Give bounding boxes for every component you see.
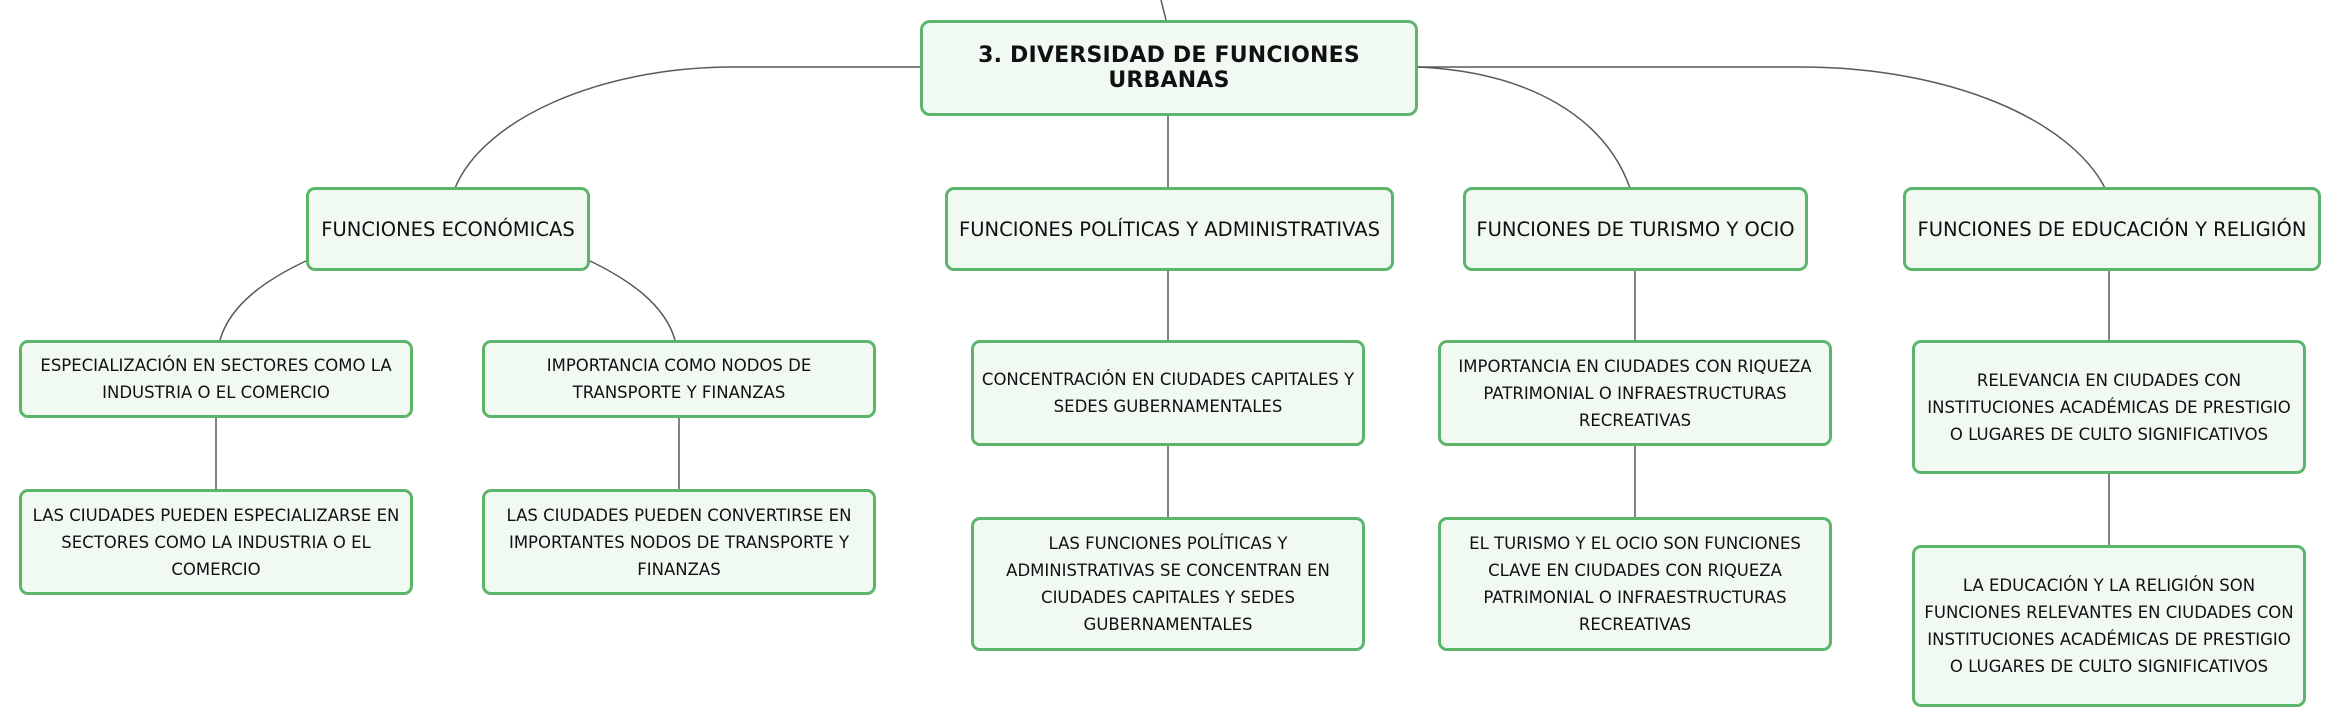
detail-node-concentracion[interactable]: LAS FUNCIONES POLÍTICAS Y ADMINISTRATIVA… xyxy=(971,517,1365,651)
connector-economicas-especializacion xyxy=(219,259,309,341)
branch-node-funciones-politicas[interactable]: FUNCIONES POLÍTICAS Y ADMINISTRATIVAS xyxy=(945,187,1394,271)
connector-root-educacion xyxy=(1418,66,2106,189)
subtopic-node-importancia-turismo[interactable]: IMPORTANCIA EN CIUDADES CON RIQUEZA PATR… xyxy=(1438,340,1832,446)
root-label: 3. DIVERSIDAD DE FUNCIONES URBANAS xyxy=(978,43,1360,93)
branch-node-funciones-turismo[interactable]: FUNCIONES DE TURISMO Y OCIO xyxy=(1463,187,1808,271)
subtopic-node-concentracion[interactable]: CONCENTRACIÓN EN CIUDADES CAPITALES Y SE… xyxy=(971,340,1365,446)
detail-node-especializacion[interactable]: LAS CIUDADES PUEDEN ESPECIALIZARSE EN SE… xyxy=(19,489,413,595)
detail-node-educacion[interactable]: LA EDUCACIÓN Y LA RELIGIÓN SON FUNCIONES… xyxy=(1912,545,2306,707)
detail-label: LAS CIUDADES PUEDEN CONVERTIRSE EN IMPOR… xyxy=(506,505,852,579)
subtopic-node-especializacion[interactable]: ESPECIALIZACIÓN EN SECTORES COMO LA INDU… xyxy=(19,340,413,418)
detail-label: LAS FUNCIONES POLÍTICAS Y ADMINISTRATIVA… xyxy=(1006,534,1330,634)
subtopic-label: CONCENTRACIÓN EN CIUDADES CAPITALES Y SE… xyxy=(981,370,1355,416)
subtopic-label: RELEVANCIA EN CIUDADES CON INSTITUCIONES… xyxy=(1927,370,2291,444)
subtopic-label: ESPECIALIZACIÓN EN SECTORES COMO LA INDU… xyxy=(40,356,392,402)
branch-label: FUNCIONES DE EDUCACIÓN Y RELIGIÓN xyxy=(1917,217,2307,241)
branch-label: FUNCIONES DE TURISMO Y OCIO xyxy=(1476,217,1795,241)
subtopic-label: IMPORTANCIA EN CIUDADES CON RIQUEZA PATR… xyxy=(1458,356,1812,430)
connector-root-economicas xyxy=(454,66,920,189)
connector-economicas-nodos xyxy=(587,259,676,341)
detail-node-nodos-transporte[interactable]: LAS CIUDADES PUEDEN CONVERTIRSE EN IMPOR… xyxy=(482,489,876,595)
subtopic-node-nodos-transporte[interactable]: IMPORTANCIA COMO NODOS DE TRANSPORTE Y F… xyxy=(482,340,876,418)
detail-label: LA EDUCACIÓN Y LA RELIGIÓN SON FUNCIONES… xyxy=(1924,576,2294,676)
subtopic-node-relevancia[interactable]: RELEVANCIA EN CIUDADES CON INSTITUCIONES… xyxy=(1912,340,2306,474)
subtopic-label: IMPORTANCIA COMO NODOS DE TRANSPORTE Y F… xyxy=(546,356,812,402)
root-node[interactable]: 3. DIVERSIDAD DE FUNCIONES URBANAS xyxy=(920,20,1418,116)
connector-root-turismo xyxy=(1417,66,1631,189)
branch-label: FUNCIONES ECONÓMICAS xyxy=(321,217,575,241)
detail-label: EL TURISMO Y EL OCIO SON FUNCIONES CLAVE… xyxy=(1469,534,1801,634)
branch-node-funciones-economicas[interactable]: FUNCIONES ECONÓMICAS xyxy=(306,187,590,271)
branch-node-funciones-educacion[interactable]: FUNCIONES DE EDUCACIÓN Y RELIGIÓN xyxy=(1903,187,2321,271)
branch-label: FUNCIONES POLÍTICAS Y ADMINISTRATIVAS xyxy=(959,217,1380,241)
connector-from-parent xyxy=(1160,0,1167,21)
detail-node-turismo[interactable]: EL TURISMO Y EL OCIO SON FUNCIONES CLAVE… xyxy=(1438,517,1832,651)
detail-label: LAS CIUDADES PUEDEN ESPECIALIZARSE EN SE… xyxy=(32,505,400,579)
